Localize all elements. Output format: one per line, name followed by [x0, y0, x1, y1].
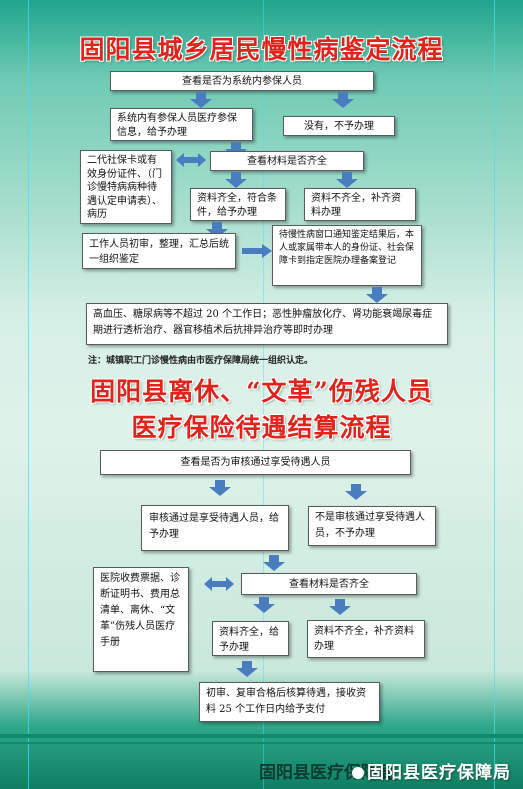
s1-notify-box: 待慢性病窗口通知鉴定结果后，本人或家属带本人的身份证、社会保障卡到指定医院办理备…	[272, 225, 422, 286]
s1-check-box: 查看材料是否齐全	[210, 151, 364, 171]
guide-line-mid	[263, 0, 264, 789]
arrow-down-icon	[253, 597, 275, 613]
footer-watermark: 固阳县医疗保障局	[352, 758, 511, 783]
s2-step1-box: 查看是否为审核通过享受待遇人员	[100, 450, 411, 475]
arrow-down-icon	[236, 661, 258, 677]
arrow-down-icon	[263, 555, 285, 571]
arrow-down-icon	[209, 480, 231, 496]
s1-no-branch-box: 没有，不予办理	[283, 116, 395, 136]
arrow-right-icon	[242, 244, 272, 258]
s2-no-branch-box: 不是审核通过享受待遇人员，不予办理	[308, 506, 436, 546]
double-arrow-icon	[176, 153, 206, 167]
section2-title-line2: 医疗保险待遇结算流程	[131, 413, 392, 442]
footer-band-top	[0, 734, 523, 738]
arrow-down-icon	[336, 172, 358, 188]
s1-review-box: 工作人员初审，整理，汇总后统一组织鉴定	[82, 233, 236, 269]
s1-complete-box: 资料齐全，符合条件，给予办理	[190, 188, 286, 221]
double-arrow-icon	[204, 577, 234, 591]
s2-yes-branch-box: 审核通过是享受待遇人员，给予办理	[141, 505, 289, 551]
section2-title-line1: 固阳县离休、“文革”伤残人员	[90, 377, 433, 406]
s1-left-docs-box: 二代社保卡或有效身份证件、（门诊慢特病病种待遇认定申请表）、病历	[80, 150, 172, 224]
s2-check-box: 查看材料是否齐全	[241, 573, 417, 595]
s1-incomplete-box: 资料不齐全，补齐资料办理	[304, 188, 416, 221]
arrow-down-icon	[225, 172, 247, 188]
guide-line-left	[28, 0, 29, 789]
guide-line-right	[494, 0, 495, 789]
s2-final-box: 初审、复审合格后核算待遇，接收资料 25 个工作日内给予支付	[199, 682, 380, 722]
arrow-down-icon	[329, 599, 351, 615]
s2-incomplete-box: 资料不齐全，补齐资料办理	[307, 620, 425, 658]
section1-title: 固阳县城乡居民慢性病鉴定流程	[79, 35, 444, 64]
wechat-icon	[352, 767, 364, 779]
arrow-down-icon	[190, 92, 212, 108]
arrow-down-icon	[332, 92, 354, 108]
s1-yes-branch-box: 系统内有参保人员医疗参保信息，给予办理	[110, 108, 253, 141]
arrow-down-icon	[225, 142, 247, 158]
arrow-down-icon	[366, 287, 388, 303]
footer-band-bottom	[0, 742, 523, 744]
s1-note: 注：城镇职工门诊慢性病由市医疗保障局统一组织认定。	[88, 356, 314, 366]
arrow-down-icon	[345, 484, 367, 500]
footer-watermark-text: 固阳县医疗保障局	[367, 763, 511, 783]
s2-complete-box: 资料齐全，给予办理	[212, 621, 289, 656]
s1-step1-box: 查看是否为系统内参保人员	[110, 71, 374, 91]
s2-left-docs-box: 医院收费票据、诊断证明书、费用总清单、离休、“文革”伤残人员医疗手册	[93, 567, 189, 672]
s1-final-box: 高血压、糖尿病等不超过 20 个工作日；恶性肿瘤放化疗、肾功能衰竭尿毒症期进行透…	[86, 303, 448, 345]
arrow-down-icon	[206, 222, 228, 238]
